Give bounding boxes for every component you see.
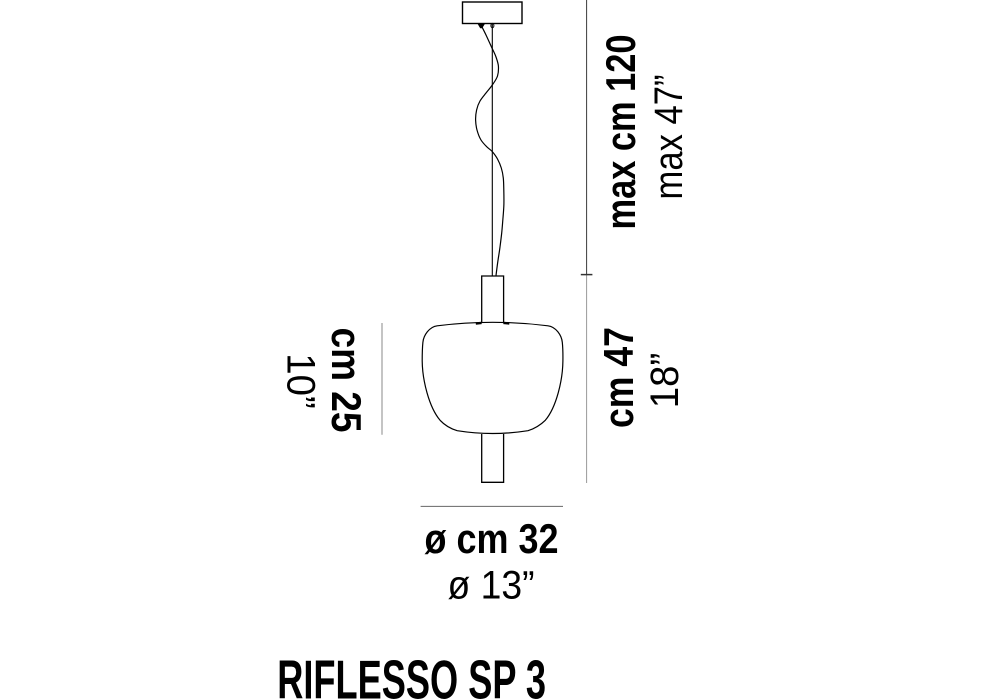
svg-text:18”: 18” [643,353,687,409]
svg-text:cm 47: cm 47 [595,327,642,428]
svg-text:max cm 120: max cm 120 [597,35,644,230]
svg-text:RIFLESSO SP 3: RIFLESSO SP 3 [277,649,546,700]
svg-text:ø 13”: ø 13” [448,564,535,608]
svg-text:cm 25: cm 25 [323,328,370,433]
svg-text:ø cm 32: ø cm 32 [425,515,559,562]
svg-text:10”: 10” [279,353,323,409]
svg-text:max 47”: max 47” [647,75,691,200]
